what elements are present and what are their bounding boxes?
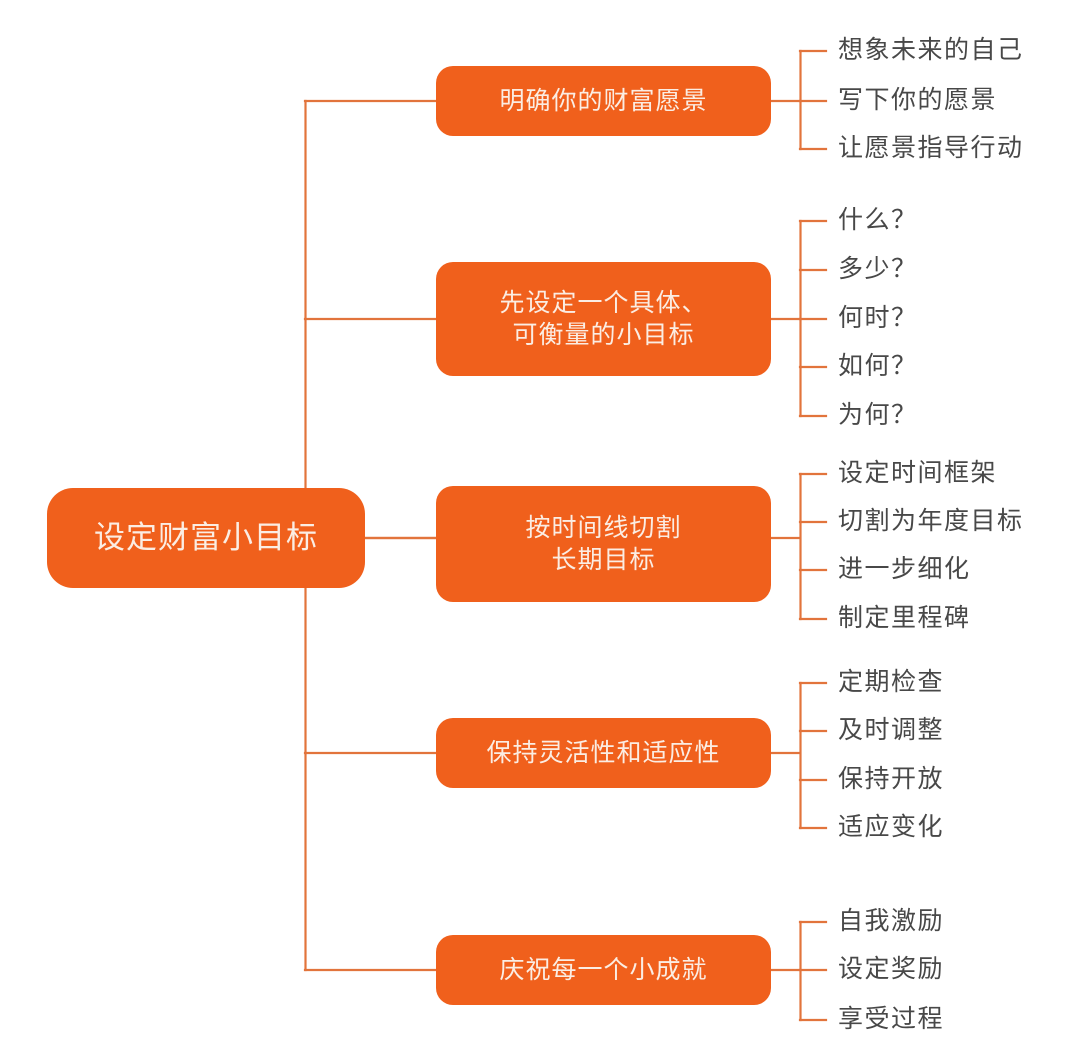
root-node-label: 设定财富小目标 (94, 519, 318, 555)
leaf-b1-0[interactable]: 想象未来的自己 (838, 36, 1024, 64)
leaf-b2-3[interactable]: 如何？ (838, 352, 918, 380)
leaf-b3-0[interactable]: 设定时间框架 (838, 459, 998, 487)
branch-node-2[interactable]: 先设定一个具体、 可衡量的小目标 (436, 262, 771, 376)
branch-node-3[interactable]: 按时间线切割 长期目标 (436, 486, 771, 602)
leaf-b5-0[interactable]: 自我激励 (838, 907, 945, 935)
branch-node-2-line-2: 可衡量的小目标 (512, 321, 695, 349)
branch-node-2-line-1: 先设定一个具体、 (499, 288, 708, 317)
leaf-b4-0[interactable]: 定期检查 (838, 668, 945, 696)
leaf-b3-2[interactable]: 进一步细化 (838, 555, 971, 583)
root-node[interactable]: 设定财富小目标 (47, 488, 365, 588)
branch-node-3-line-1: 按时间线切割 (525, 513, 682, 542)
leaf-b3-1[interactable]: 切割为年度目标 (838, 507, 1024, 535)
branch-node-4-line-1: 保持灵活性和适应性 (486, 738, 721, 767)
branch-node-5[interactable]: 庆祝每一个小成就 (436, 935, 771, 1005)
leaf-b1-1[interactable]: 写下你的愿景 (838, 86, 998, 114)
branch-node-1[interactable]: 明确你的财富愿景 (436, 66, 771, 136)
leaf-b4-2[interactable]: 保持开放 (838, 765, 945, 793)
leaf-b1-2[interactable]: 让愿景指导行动 (838, 134, 1024, 162)
leaf-b2-2[interactable]: 何时？ (838, 304, 918, 332)
branch-node-5-line-1: 庆祝每一个小成就 (499, 955, 708, 984)
branch-node-1-line-1: 明确你的财富愿景 (499, 86, 708, 115)
leaf-b2-4[interactable]: 为何？ (838, 401, 918, 429)
leaf-b5-2[interactable]: 享受过程 (838, 1005, 945, 1033)
leaf-b5-1[interactable]: 设定奖励 (838, 955, 945, 983)
leaf-b2-1[interactable]: 多少？ (838, 255, 918, 283)
leaf-b2-0[interactable]: 什么？ (838, 206, 918, 234)
leaf-b4-3[interactable]: 适应变化 (838, 813, 945, 841)
leaf-b3-3[interactable]: 制定里程碑 (838, 604, 971, 632)
leaf-b4-1[interactable]: 及时调整 (838, 716, 945, 744)
branch-node-3-line-2: 长期目标 (551, 546, 656, 574)
branch-node-4[interactable]: 保持灵活性和适应性 (436, 718, 771, 788)
